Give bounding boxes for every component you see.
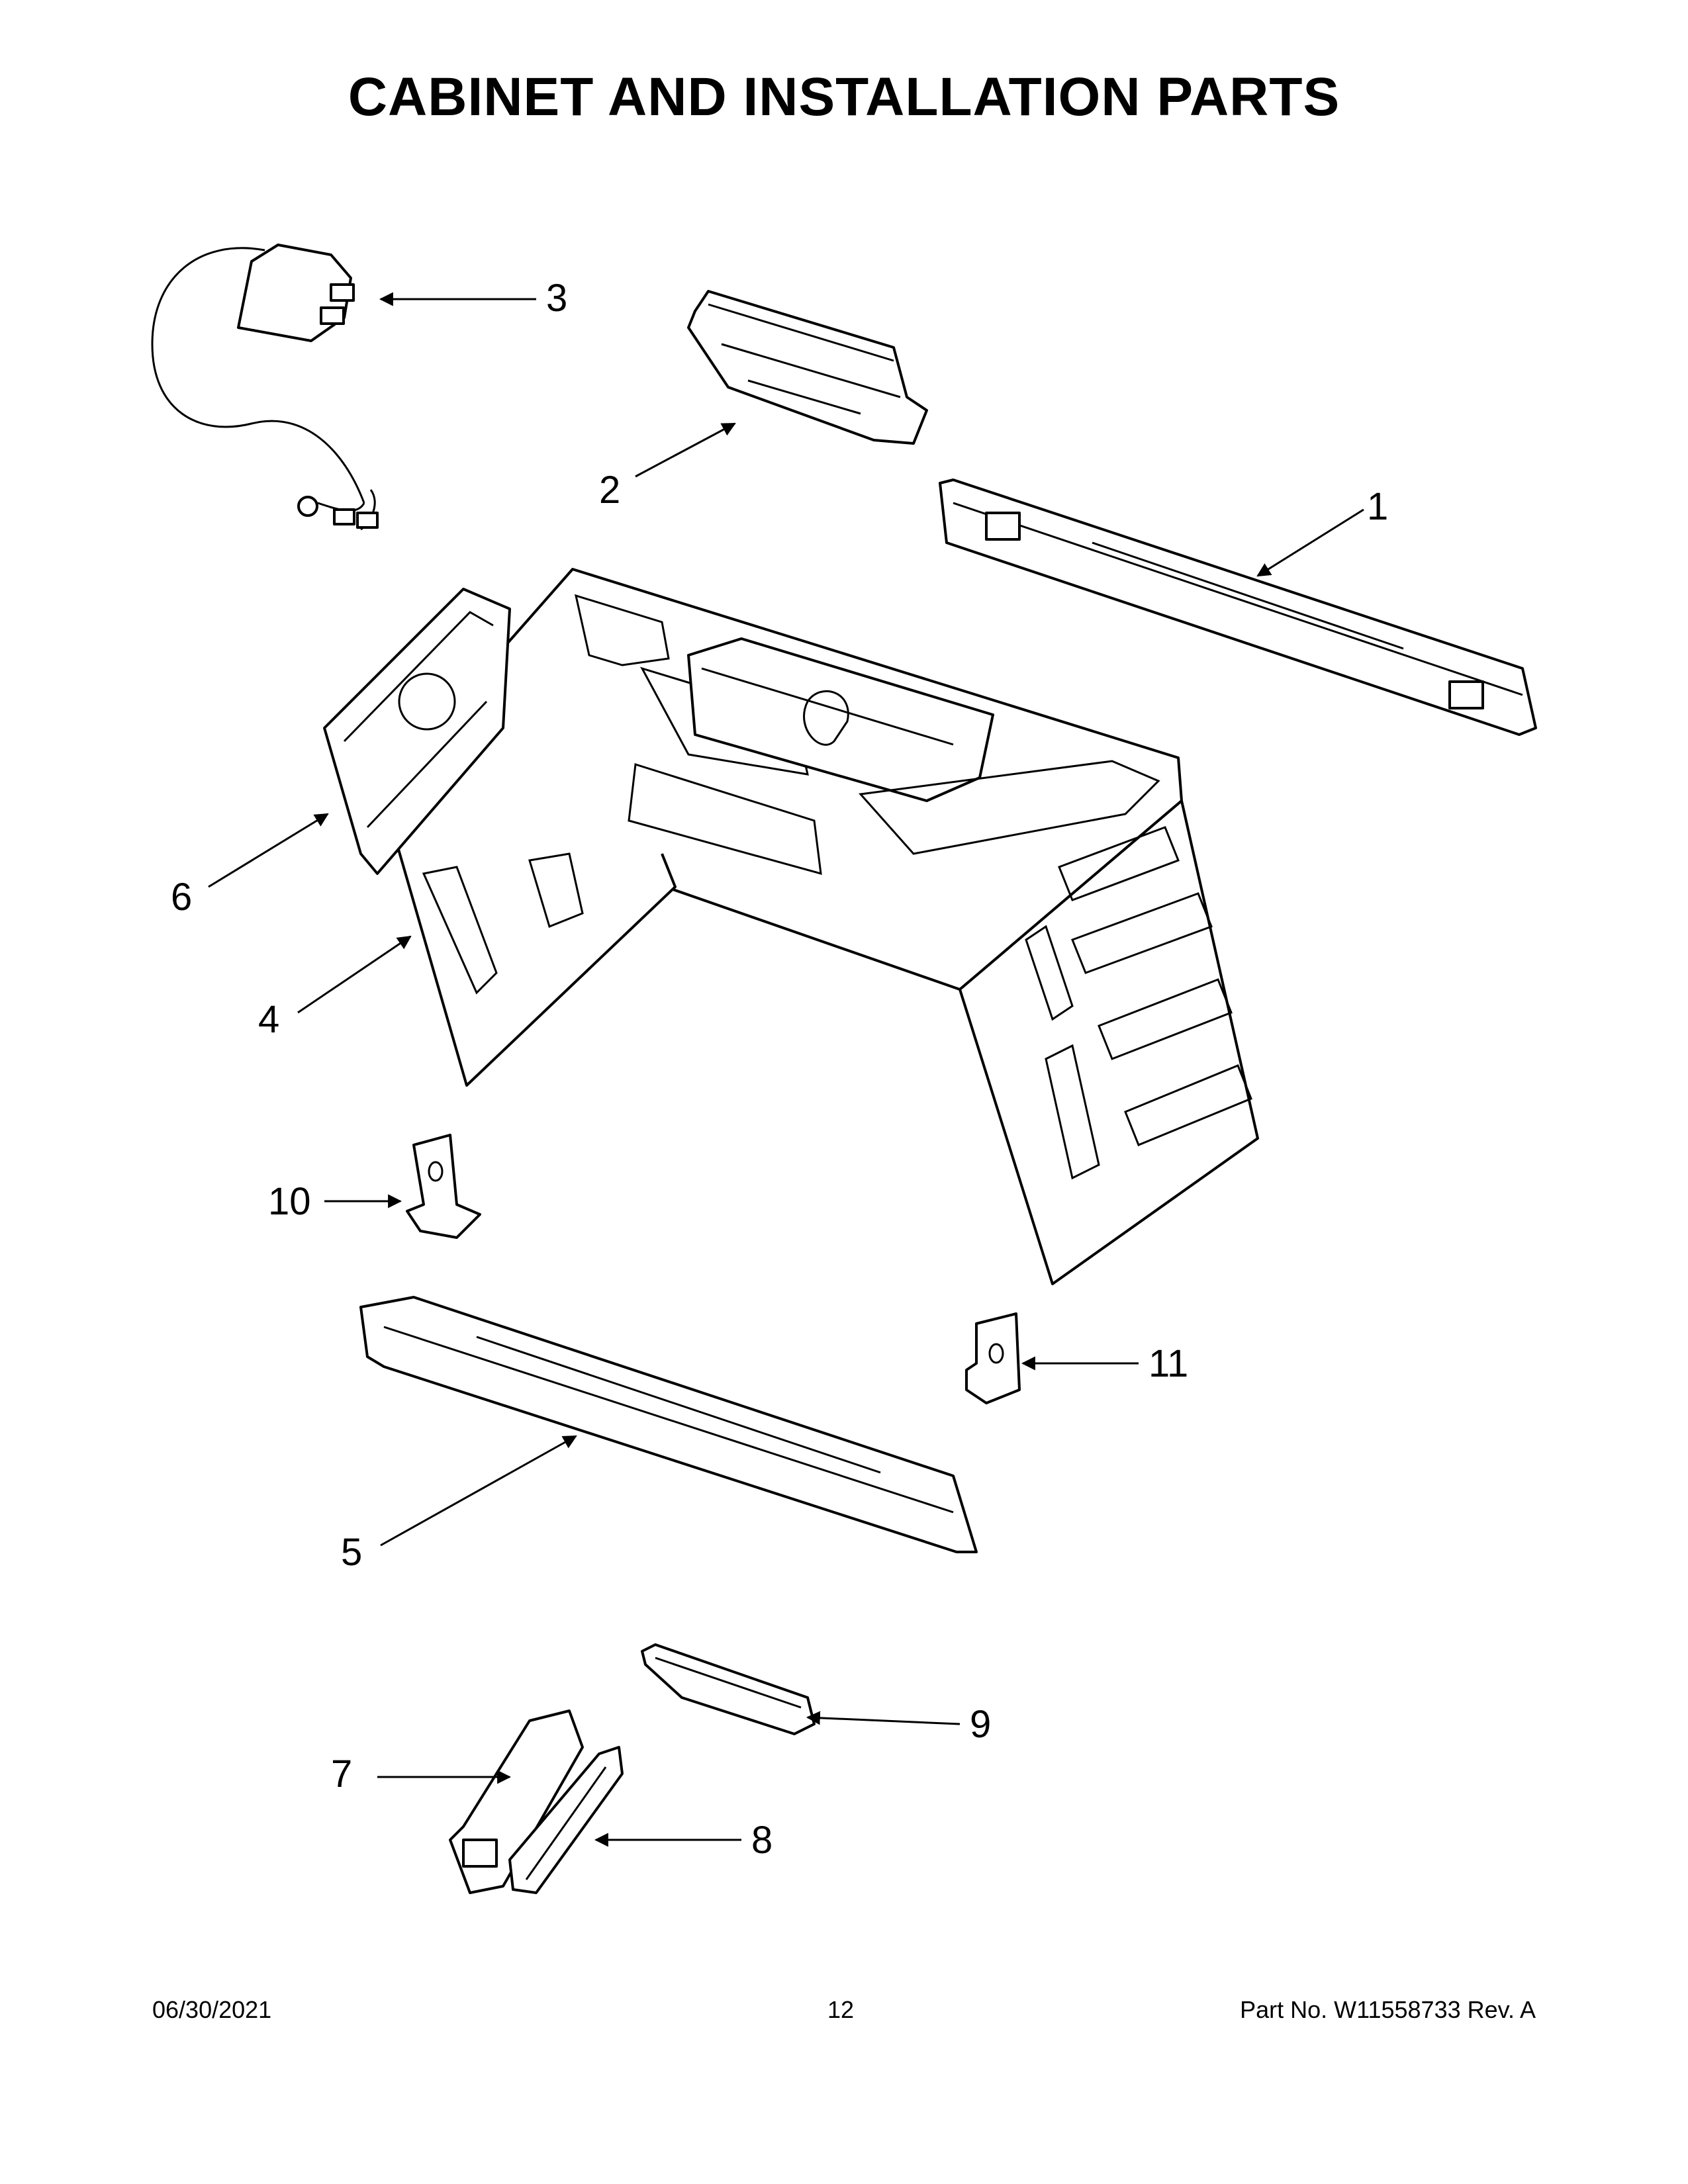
footer-part-number: Part No. W11558733 Rev. A (1240, 1996, 1536, 2023)
callout-10: 10 (268, 1180, 311, 1223)
power-cord-part (151, 244, 379, 531)
front-grille-part (359, 1296, 978, 1553)
callout-3: 3 (546, 277, 567, 320)
callout-6: 6 (171, 876, 192, 919)
top-rail-part (939, 478, 1537, 736)
callout-7: 7 (331, 1752, 352, 1796)
footer-page-number: 12 (827, 1996, 855, 2023)
waveguide-panel-part (323, 588, 511, 875)
hinge-housing-part (449, 1709, 584, 1894)
callout-1: 1 (1367, 485, 1388, 528)
right-bracket-part (965, 1312, 1021, 1404)
hinge-cover-part (508, 1746, 624, 1894)
callout-8: 8 (751, 1819, 773, 1862)
callout-labels: 1 2 3 4 5 6 7 8 9 10 11 (171, 277, 1388, 1862)
vent-plate-part (687, 290, 928, 445)
callout-5: 5 (341, 1531, 362, 1574)
page-title: CABINET AND INSTALLATION PARTS (348, 67, 1340, 127)
callout-2: 2 (599, 469, 620, 512)
callout-11: 11 (1149, 1342, 1188, 1385)
callout-4: 4 (258, 998, 279, 1041)
footer-date: 06/30/2021 (152, 1996, 272, 2023)
side-rail-part (641, 1643, 816, 1735)
callout-9: 9 (970, 1703, 991, 1746)
cabinet-wrapper-part (379, 568, 1259, 1285)
leader-lines (208, 292, 1364, 1847)
left-bracket-part (406, 1134, 481, 1239)
